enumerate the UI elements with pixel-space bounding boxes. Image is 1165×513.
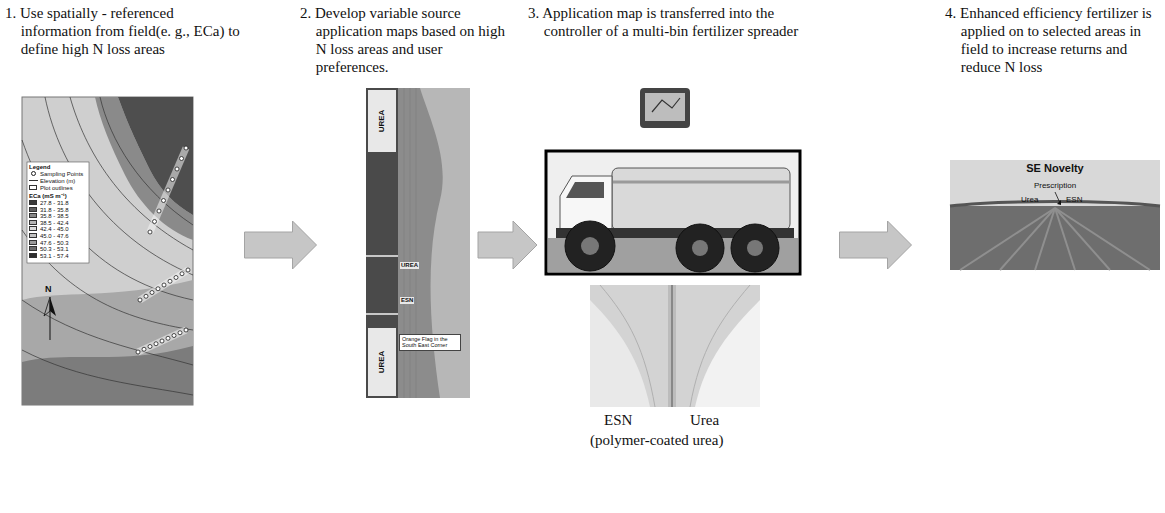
strip-label: UREA <box>377 351 386 374</box>
legend-text: 50.3 - 53.1 <box>40 246 69 252</box>
bin-caption: (polymer-coated urea) <box>590 432 723 449</box>
strip-label: UREA <box>377 110 386 133</box>
legend-swatch <box>29 226 37 231</box>
legend-text: 31.8 - 35.8 <box>40 207 69 213</box>
step-heading-block: 4. Enhanced efficiency fertilizer is app… <box>945 4 1159 76</box>
step-panel: 3. Application map is transferred into t… <box>545 85 803 453</box>
treatment-label: UREA <box>400 262 419 269</box>
photo-title: SE Novelty <box>1026 162 1083 175</box>
legend-text: 45.0 - 47.6 <box>40 233 69 239</box>
step-heading-block: 1. Use spatially - referenced informatio… <box>5 4 245 58</box>
legend-text: Elevation (m) <box>40 178 75 184</box>
treatment-label: ESN <box>400 297 414 304</box>
contour-line-symbol <box>29 180 38 181</box>
legend-swatch <box>29 246 37 251</box>
legend-swatch <box>29 253 37 258</box>
spreader-truck <box>546 151 800 274</box>
flow-arrow <box>478 221 537 269</box>
legend-swatch <box>29 207 37 212</box>
legend-text: 38.5 - 42.4 <box>40 220 69 226</box>
step-heading: 3. Application map is transferred into t… <box>528 4 803 40</box>
north-arrow <box>44 297 56 340</box>
step-heading-block: 3. Application map is transferred into t… <box>528 4 803 40</box>
legend-swatch <box>29 233 37 238</box>
legend-title: Legend <box>29 164 50 171</box>
north-label: N <box>45 284 52 294</box>
legend-text: 47.6 - 50.3 <box>40 240 69 246</box>
field-photo <box>950 160 1160 270</box>
legend-swatch <box>29 213 37 218</box>
flag-note: Orange Flag in the South East Corner <box>399 334 461 351</box>
split-bin-photo <box>590 285 760 407</box>
sample-point-symbol <box>31 171 36 176</box>
plot-outline-symbol <box>29 185 37 190</box>
ec-map <box>22 97 193 405</box>
legend-swatch <box>29 220 37 225</box>
legend-heading: ECa (mS m⁻¹) <box>29 193 67 200</box>
step-heading-block: 2. Develop variable source application m… <box>300 4 515 76</box>
step-panel: 4. Enhanced efficiency fertilizer is app… <box>948 158 1162 272</box>
bin-label: Urea <box>690 412 719 429</box>
photo-label: ESN <box>1066 195 1082 204</box>
step-heading: 2. Develop variable source application m… <box>300 4 515 76</box>
legend-swatch <box>29 240 37 245</box>
flow-arrow <box>840 221 912 269</box>
step-heading: 4. Enhanced efficiency fertilizer is app… <box>945 4 1159 76</box>
controller-tablet <box>640 88 690 128</box>
legend-text: 42.4 - 45.0 <box>40 226 69 232</box>
photo-label: Prescription <box>1034 181 1076 190</box>
legend-text: 53.1 - 57.4 <box>40 253 69 259</box>
legend-text: Plot outlines <box>40 185 73 191</box>
legend-text: 35.8 - 38.5 <box>40 213 69 219</box>
step-heading: 1. Use spatially - referenced informatio… <box>5 4 245 58</box>
bin-label: ESN <box>604 412 632 429</box>
legend-swatch <box>29 200 37 205</box>
legend-text: 27.8 - 31.8 <box>40 200 69 206</box>
legend-text: Sampling Points <box>40 171 83 177</box>
flow-arrow <box>245 221 317 269</box>
photo-label: Urea <box>1021 195 1038 204</box>
application-map <box>366 88 470 398</box>
